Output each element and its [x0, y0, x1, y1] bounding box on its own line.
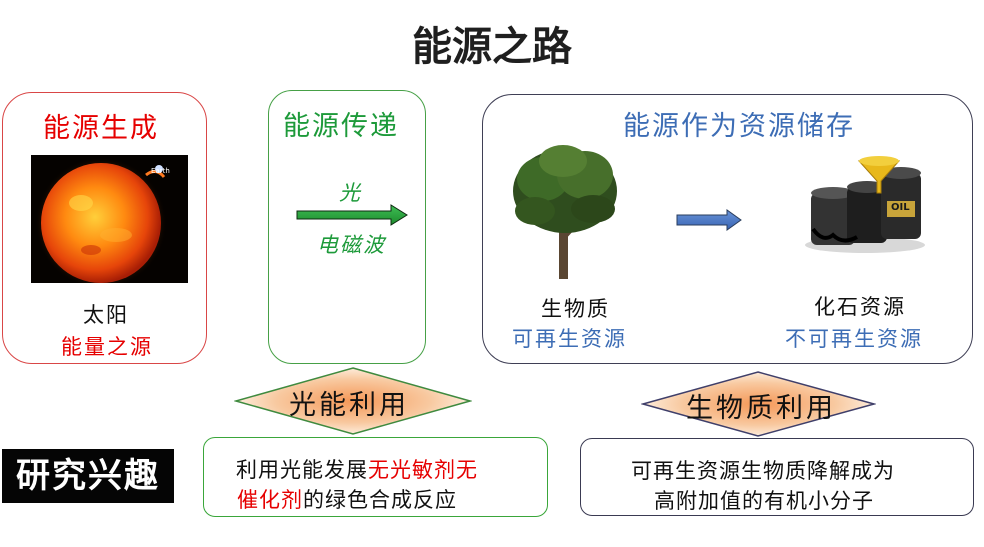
- light-label: 光: [339, 181, 362, 205]
- biomass-utilization-label: 生物质利用: [686, 393, 836, 424]
- generation-box: 能源生成 Earth 太阳 能量之源: [2, 92, 207, 364]
- biomass-type: 可再生资源: [512, 327, 627, 351]
- light-research-text-2: 的绿色合成反应: [303, 488, 457, 512]
- biomass-research-box: 可再生资源生物质降解成为 高附加值的有机小分子: [580, 438, 974, 516]
- light-research-line-2: 催化剂的绿色合成反应: [237, 484, 457, 514]
- sun-subtitle: 能量之源: [61, 335, 153, 359]
- transfer-arrow: [296, 204, 408, 226]
- sun-image: [31, 155, 188, 283]
- research-interest-label: 研究兴趣: [2, 449, 174, 503]
- earth-label: Earth: [151, 167, 170, 175]
- generation-title: 能源生成: [43, 113, 159, 144]
- sun-label: 太阳: [83, 303, 129, 327]
- page-title: 能源之路: [412, 24, 572, 70]
- light-research-line-1: 利用光能发展无光敏剂无: [236, 454, 478, 484]
- biomass-research-line-2: 高附加值的有机小分子: [654, 489, 874, 513]
- light-research-box: 利用光能发展无光敏剂无 催化剂的绿色合成反应: [203, 437, 548, 517]
- storage-box: 能源作为资源储存 OIL 生物质 可再生资源 化石资源: [482, 94, 973, 364]
- transfer-title: 能源传递: [283, 111, 399, 142]
- fossil-label: 化石资源: [814, 295, 906, 319]
- electromagnetic-label: 电磁波: [317, 233, 386, 257]
- light-utilization-diamond: [234, 367, 472, 435]
- transfer-box: 能源传递 光 电磁波: [268, 90, 426, 364]
- tree-image: [513, 145, 617, 279]
- biomass-research-line-1: 可再生资源生物质降解成为: [631, 459, 895, 483]
- light-research-highlight-1: 无光敏剂无: [368, 458, 478, 482]
- fossil-type: 不可再生资源: [785, 327, 923, 351]
- biomass-utilization-diamond: [641, 371, 876, 437]
- biomass-label: 生物质: [541, 297, 610, 321]
- storage-arrow: [676, 209, 742, 231]
- light-utilization-label: 光能利用: [289, 390, 409, 421]
- storage-title: 能源作为资源储存: [623, 111, 855, 142]
- oil-barrel-label: OIL: [891, 202, 910, 213]
- light-research-highlight-2: 催化剂: [237, 488, 303, 512]
- light-research-text-1: 利用光能发展: [236, 458, 368, 482]
- oil-barrels-image: [805, 156, 925, 253]
